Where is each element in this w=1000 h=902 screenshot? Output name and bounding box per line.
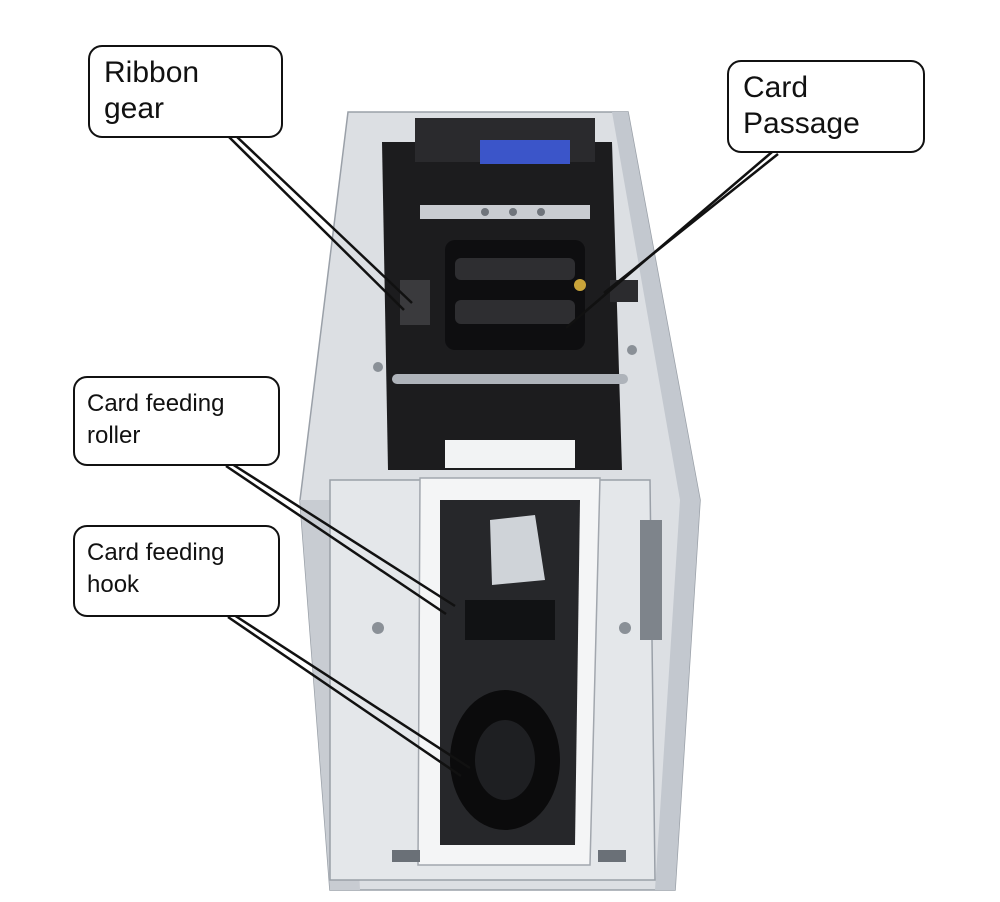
ribbon-gear-label-line-1: Ribbon (104, 56, 200, 89)
leader-lines (225, 135, 779, 778)
card-passage-leader-2 (603, 153, 779, 294)
card-feeding-hook-leader-2 (227, 615, 462, 778)
card-feeding-hook-label-line-1: Card feeding (87, 539, 225, 566)
card-feeding-hook-label-line-2: hook (87, 571, 140, 599)
ribbon-gear-leader-2 (235, 135, 413, 304)
card-passage-label-line-1: Card (743, 71, 809, 104)
card-feeding-hook-leader-1 (233, 613, 471, 770)
card-feeding-roller-callout: Card feeding roller (73, 376, 280, 466)
card-feeding-roller-label-line-2: roller (87, 422, 141, 450)
ribbon-gear-label-line-2: gear (104, 92, 165, 125)
card-passage-label-line-2: Passage (743, 107, 860, 140)
ribbon-bay (382, 118, 638, 470)
card-feeding-roller-leader-2 (225, 464, 447, 616)
ribbon-gear-callout: Ribbon gear (88, 45, 283, 138)
card-passage-callout: Card Passage (727, 60, 925, 153)
card-feeding-roller-label-line-1: Card feeding (87, 390, 225, 417)
card-feeding-hook-callout: Card feeding hook (73, 525, 280, 617)
ribbon-gear-leader-1 (227, 135, 405, 311)
card-feeding-roller-leader-1 (231, 462, 456, 608)
card-hopper (329, 345, 662, 881)
